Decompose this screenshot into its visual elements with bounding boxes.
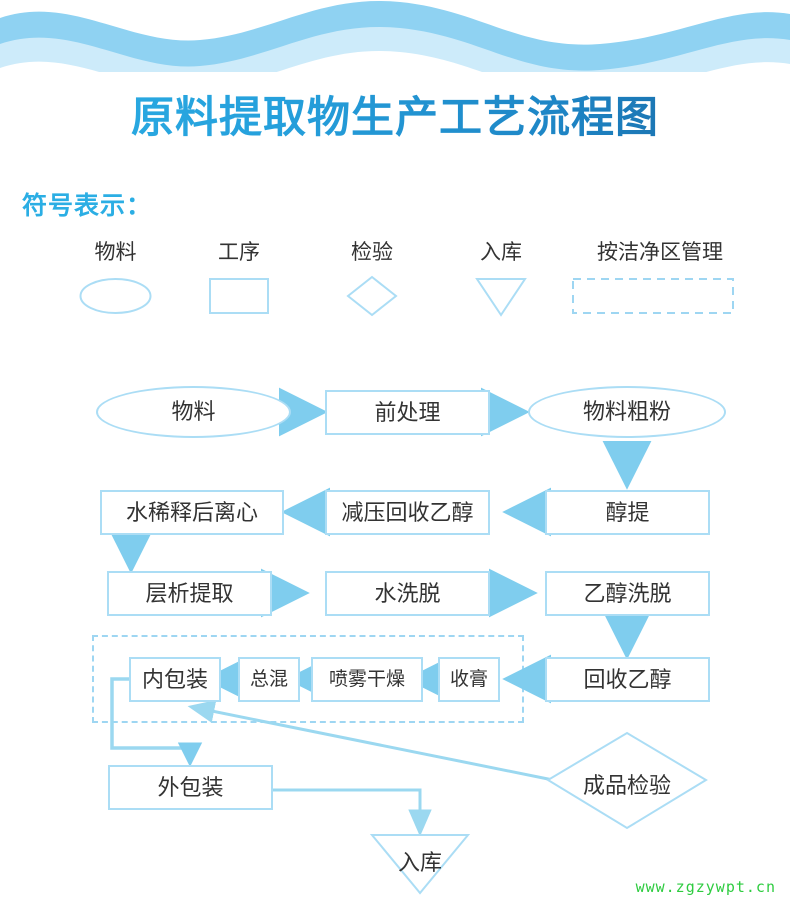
legend-label-warehouse: 入库 bbox=[480, 241, 522, 264]
node-label: 喷雾干燥 bbox=[328, 669, 405, 690]
node-label: 醇提 bbox=[605, 499, 650, 525]
node-label: 回收乙醇 bbox=[583, 666, 672, 692]
legend-shape-material bbox=[58, 274, 173, 318]
legend-item-material: 物料 bbox=[58, 240, 173, 318]
triangle-down-icon bbox=[475, 278, 527, 317]
node-shougao[interactable]: 收膏 bbox=[438, 657, 500, 702]
diamond-icon bbox=[346, 275, 398, 317]
node-label: 物料 bbox=[171, 399, 216, 424]
node-waibaozhuang[interactable]: 外包装 bbox=[108, 765, 273, 810]
legend-item-cleanroom: 按洁净区管理 bbox=[560, 240, 760, 318]
node-neibaozhuang[interactable]: 内包装 bbox=[129, 657, 221, 702]
node-label: 物料粗粉 bbox=[582, 399, 671, 424]
node-label: 水洗脱 bbox=[374, 580, 441, 606]
legend-shape-cleanroom bbox=[560, 274, 760, 318]
legend-item-process: 工序 bbox=[190, 240, 288, 318]
ellipse-icon bbox=[79, 278, 152, 314]
legend-row: 物料 工序 检验 入库 按洁净区管理 bbox=[0, 240, 790, 340]
node-shuixishi[interactable]: 水稀释后离心 bbox=[100, 490, 284, 535]
legend-shape-process bbox=[190, 274, 288, 318]
node-label: 外包装 bbox=[157, 774, 224, 800]
node-label: 收膏 bbox=[449, 669, 488, 690]
legend-item-warehouse: 入库 bbox=[455, 240, 547, 318]
node-label: 水稀释后离心 bbox=[125, 499, 258, 525]
legend-label-material: 物料 bbox=[94, 241, 137, 264]
node-chunti[interactable]: 醇提 bbox=[545, 490, 710, 535]
wave-dark-band bbox=[0, 0, 790, 71]
legend-label-cleanroom: 按洁净区管理 bbox=[597, 241, 723, 264]
node-label: 乙醇洗脱 bbox=[583, 580, 672, 606]
legend-label-inspection: 检验 bbox=[351, 241, 393, 264]
node-penwu[interactable]: 喷雾干燥 bbox=[311, 657, 423, 702]
node-yichunxituo[interactable]: 乙醇洗脱 bbox=[545, 571, 710, 616]
node-chengpinjianyan-label: 成品检验 bbox=[582, 773, 671, 798]
page-title: 原料提取物生产工艺流程图 bbox=[0, 92, 790, 144]
node-wuliaocufen[interactable]: 物料粗粉 bbox=[528, 386, 726, 438]
node-cengxi[interactable]: 层析提取 bbox=[107, 571, 272, 616]
legend-heading: 符号表示： bbox=[22, 192, 153, 220]
node-label: 总混 bbox=[249, 669, 288, 690]
rectangle-icon bbox=[209, 278, 269, 314]
arrow-waibaozhuang-to-ruku bbox=[272, 788, 432, 837]
node-huishouyichun[interactable]: 回收乙醇 bbox=[545, 657, 710, 702]
wave-light-band bbox=[0, 13, 790, 72]
header-wave-decoration bbox=[0, 0, 790, 72]
site-watermark: www.zgzywpt.cn bbox=[635, 878, 776, 896]
node-label: 前处理 bbox=[374, 399, 441, 425]
node-jianyahuishou[interactable]: 减压回收乙醇 bbox=[325, 490, 490, 535]
node-label: 层析提取 bbox=[145, 580, 234, 606]
legend-shape-warehouse bbox=[455, 274, 547, 318]
node-label: 减压回收乙醇 bbox=[341, 499, 474, 525]
legend-label-process: 工序 bbox=[218, 241, 260, 264]
legend-item-inspection: 检验 bbox=[323, 240, 421, 318]
node-shuixituo[interactable]: 水洗脱 bbox=[325, 571, 490, 616]
node-zonghun[interactable]: 总混 bbox=[238, 657, 300, 702]
node-wuliao[interactable]: 物料 bbox=[96, 386, 291, 438]
legend-shape-inspection bbox=[323, 274, 421, 318]
dashed-rectangle-icon bbox=[572, 278, 734, 314]
node-ruku-label: 入库 bbox=[397, 850, 442, 875]
node-label: 内包装 bbox=[141, 666, 208, 692]
node-qianchuli[interactable]: 前处理 bbox=[325, 390, 490, 435]
